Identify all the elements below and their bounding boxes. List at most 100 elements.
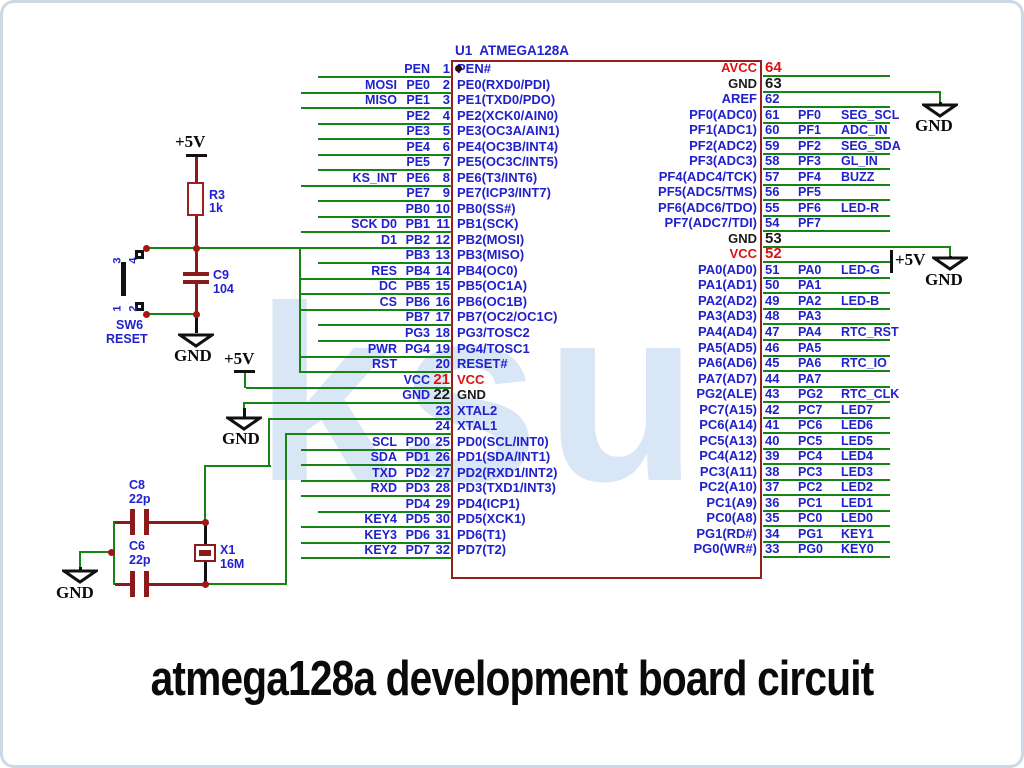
pin-port-label: PD6	[405, 528, 430, 542]
pin-function-label: PD4(ICP1)	[457, 496, 520, 511]
pin-function-label: PA0(AD0)	[698, 262, 757, 277]
sw6-name-label: RESET	[106, 332, 148, 346]
pin-function-label: PC7(A15)	[699, 402, 757, 417]
pin-number: 22	[433, 386, 450, 403]
c6-ref-label: C6	[129, 539, 145, 553]
pin-number: 54	[765, 215, 780, 230]
pin-port-label: PC1	[798, 496, 823, 510]
wire-segment	[79, 551, 81, 569]
pin-net-label: KEY3	[364, 528, 397, 542]
wire-segment	[198, 247, 301, 249]
sw6-ref-label: SW6	[116, 318, 144, 332]
gnd-icon	[919, 103, 961, 118]
switch-sw6-contact[interactable]	[135, 302, 144, 311]
pin-net-label: LED-B	[841, 294, 880, 308]
pin-number: 20	[435, 356, 450, 371]
r3-value-label: 1k	[209, 201, 223, 215]
pin-number: 48	[765, 308, 780, 323]
pin-number: 52	[765, 245, 782, 262]
wire-segment	[243, 408, 246, 417]
pin-net-label: GL_IN	[841, 154, 878, 168]
wire-segment	[890, 250, 893, 273]
pin-net-label: SEG_SDA	[841, 139, 901, 153]
gnd-icon	[929, 256, 971, 271]
pin-port-label: PA4	[798, 325, 822, 339]
sw6-pin-label: 3	[111, 257, 124, 264]
vcc-symbol-label: +5V	[175, 132, 206, 151]
c6-value-label: 22p	[129, 553, 151, 567]
wire-segment	[149, 521, 206, 524]
pin-port-label: PF6	[798, 201, 821, 215]
chip-body	[451, 60, 762, 579]
pin-function-label: PG4/TOSC1	[457, 341, 530, 356]
pin-function-label: PD7(T2)	[457, 542, 507, 557]
pin-number: 1	[442, 61, 450, 76]
pin-number: 33	[765, 541, 780, 556]
wire-segment	[939, 91, 941, 104]
pin-function-label: PA1(AD1)	[698, 277, 757, 292]
pin-wire	[763, 230, 890, 232]
chip-title: U1 ATMEGA128A	[455, 43, 570, 58]
pin-port-label: PE5	[406, 155, 430, 169]
pin-function-label: PF1(ADC1)	[689, 122, 757, 137]
pin-function-label: PA3(AD3)	[698, 308, 757, 323]
pin-function-label: PA5(AD5)	[698, 340, 757, 355]
pin-number: 36	[765, 495, 780, 510]
pin-net-label: SCL	[372, 435, 397, 449]
pin-number: 7	[442, 154, 450, 169]
pin-number: 56	[765, 184, 780, 199]
pin-wire	[763, 448, 890, 450]
pin-number: 5	[442, 123, 450, 138]
page-title: atmega128a development board circuit	[150, 652, 875, 706]
switch-sw6-contact[interactable]	[135, 250, 144, 259]
pin-function-label: AVCC	[721, 60, 757, 75]
pin-net-label: KS_INT	[352, 171, 397, 185]
pin-wire	[318, 511, 452, 513]
crystal-x1-element	[199, 550, 211, 556]
pin-function-label: PE2(XCK0/AIN0)	[457, 108, 559, 123]
pin-wire	[763, 510, 890, 512]
pin-function-label: PA6(AD6)	[698, 355, 757, 370]
pin-function-label: PB2(MOSI)	[457, 232, 525, 247]
pin-number: 55	[765, 200, 780, 215]
pin-port-label: PD0	[405, 435, 430, 449]
pin-net-label: TXD	[372, 466, 397, 480]
pin-wire	[301, 356, 452, 358]
x1-ref-label: X1	[220, 543, 236, 557]
pin-number: 50	[765, 277, 780, 292]
pin-number: 28	[435, 480, 450, 495]
pin-net-label: SCK D0	[351, 217, 397, 231]
capacitor-c8-plate	[144, 509, 149, 535]
pin-port-label: PC4	[798, 449, 823, 463]
pin-function-label: PE1(TXD0/PDO)	[457, 92, 556, 107]
pin-number: 3	[442, 92, 450, 107]
pin-number: 46	[765, 340, 780, 355]
pin-number: 53	[765, 230, 782, 247]
pin-wire	[318, 169, 452, 171]
pin-function-label: PC5(A13)	[699, 433, 757, 448]
pin-wire	[301, 480, 452, 482]
pin-port-label: PEN	[404, 62, 430, 76]
pin-function-label: PF6(ADC6/TDO)	[658, 200, 757, 215]
pin-port-label: PD4	[405, 497, 430, 511]
switch-sw6-actuator[interactable]	[121, 262, 126, 296]
pin-port-label: GND	[402, 388, 430, 402]
pin-net-label: RES	[371, 264, 397, 278]
pin-wire	[318, 138, 452, 140]
gnd-symbol-label: GND	[925, 270, 963, 289]
pin-number: 61	[765, 107, 780, 122]
pin-wire	[301, 293, 452, 295]
pin-port-label: PC5	[798, 434, 823, 448]
pin-wire	[763, 355, 890, 357]
pin-wire	[301, 542, 452, 544]
pin-net-label: LED6	[841, 418, 873, 432]
pin-net-label: DC	[378, 279, 397, 293]
pin-function-label: GND	[457, 387, 486, 402]
pin-port-label: PE6	[406, 171, 430, 185]
wire-segment	[268, 418, 270, 467]
pin-port-label: PA1	[798, 278, 822, 292]
pin-wire	[763, 386, 890, 388]
pin-number: 49	[765, 293, 780, 308]
pin-number: 47	[765, 324, 780, 339]
pin-number: 44	[765, 371, 780, 386]
